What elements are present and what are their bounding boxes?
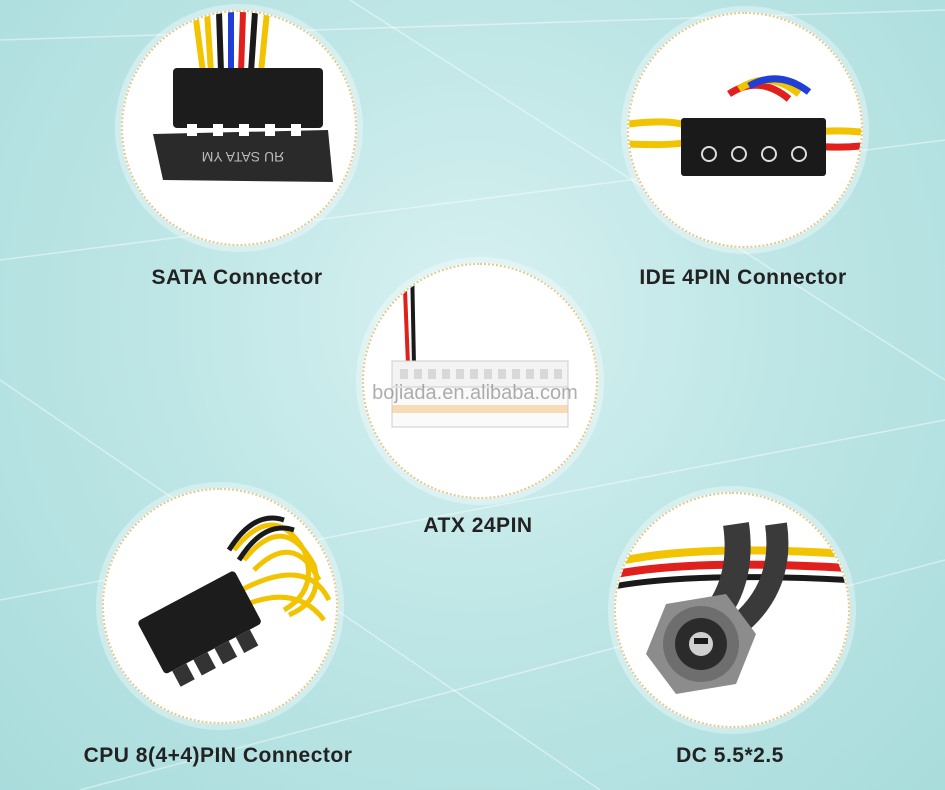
dc-connector-photo	[614, 492, 850, 728]
atx-connector-photo	[362, 263, 598, 499]
watermark: bojiada.en.alibaba.com	[372, 382, 578, 404]
ide-connector-photo	[627, 12, 863, 248]
sata-connector-photo: ЯU SATA YM	[121, 10, 357, 246]
ide-label: IDE 4PIN Connector	[639, 266, 847, 289]
dc-label: DC 5.5*2.5	[676, 744, 784, 767]
cpu-connector-photo	[102, 488, 338, 724]
atx-label: ATX 24PIN	[423, 514, 533, 537]
sata-housing-text: ЯU SATA YM	[202, 149, 284, 165]
sata-label: SATA Connector	[151, 266, 323, 289]
cpu-label: CPU 8(4+4)PIN Connector	[83, 744, 353, 767]
